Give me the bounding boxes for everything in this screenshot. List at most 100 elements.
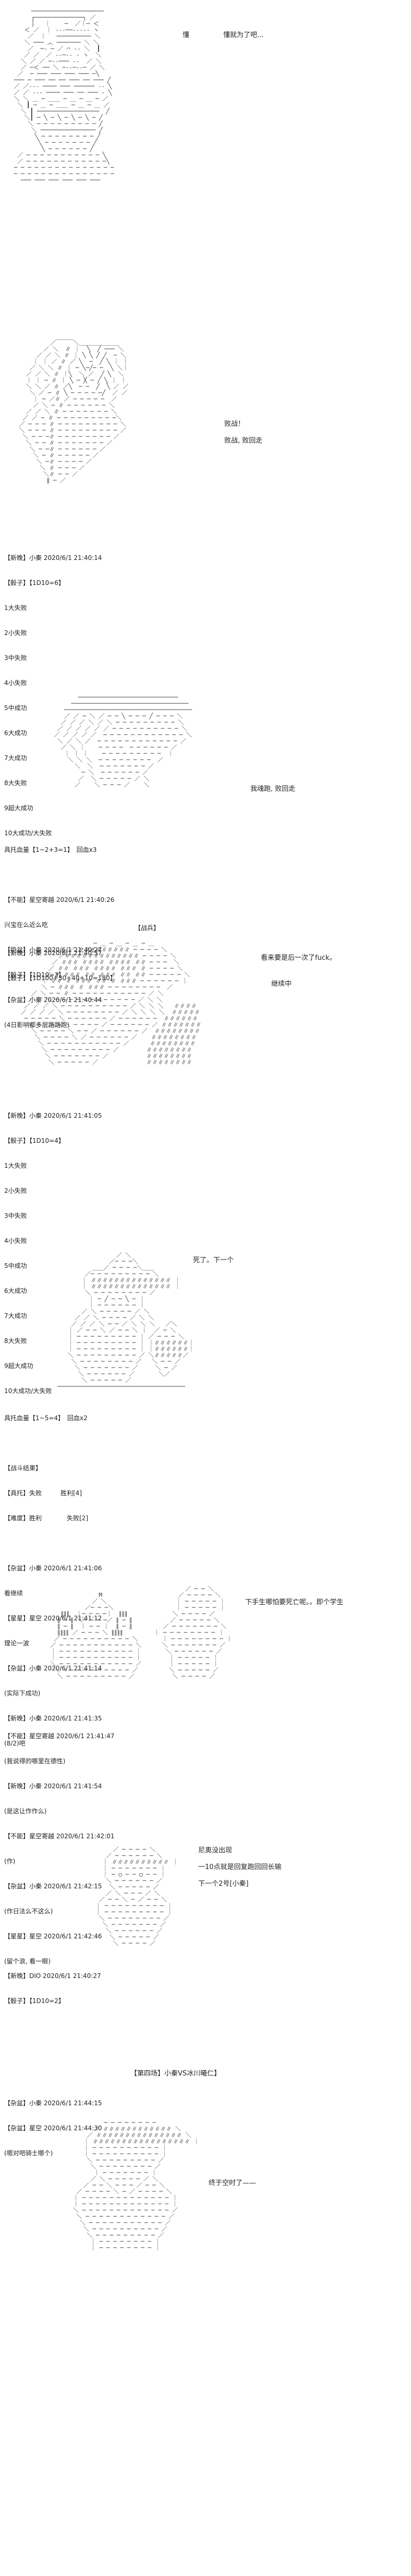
ascii-art: ／ ＼ ／─ ─ ─＼ ＿＿／ ─ ─ ─ ─＼＿＿ ／─ ─ ─ ─ ─ ─ …: [57, 1252, 195, 1390]
log-line: 3中失败: [4, 654, 27, 662]
log-line: 7大成功: [4, 1312, 27, 1320]
speech-line: 死了。下一个: [193, 1256, 234, 1264]
log-line: [4, 871, 114, 879]
dice-log: 【杂盆】小秦 2020/6/1 21:44:15 【杂盆】星空 2020/6/1…: [4, 2082, 102, 2174]
log-line: 2小失败: [4, 1187, 27, 1194]
ascii-art: ───────────────────────────── ──────────…: [54, 694, 192, 788]
log-line: 4小失败: [4, 1237, 27, 1244]
speech-line: 败战, 败回走: [224, 437, 263, 445]
speech-line: 尼奥没出现: [198, 1847, 233, 1854]
speech-line: 继续中: [271, 980, 292, 988]
log-line: 兴宝在么近么吃: [4, 921, 49, 929]
log-line: 【新晚】小秦 2020/6/1 21:40:57: [4, 949, 102, 957]
log-line: 【骰子】【1D10=3】: [4, 971, 65, 979]
log-line: 【战兵】: [135, 924, 160, 932]
log-line: 【新晚】DIO 2020/6/1 21:40:27: [4, 1972, 101, 1980]
panel-4: 【战兵】 【新晚】小秦 2020/6/1 21:40:57 【骰子】【1D100…: [0, 907, 411, 1095]
log-line: 【杂盆】小秦 2020/6/1 21:42:15: [4, 1883, 102, 1890]
log-line: 【骰子】【1D10=6】: [4, 579, 65, 587]
section-header: 【第四场】小秦VS冰川曦仁】: [130, 2070, 221, 2078]
dice-log: 【新晚】小秦 2020/6/1 21:41:05 【骰子】【1D10=4】 1大…: [4, 1095, 102, 1412]
log-line: 【战斗结果】: [4, 1464, 42, 1472]
dice-log: 具托血量【1~2+3=1】 回血x3 【不能】星空寄越 2020/6/1 21:…: [4, 829, 114, 1046]
panel-6: ／ ＼ ／─ ─ ─＼ ＿＿／ ─ ─ ─ ─＼＿＿ ／─ ─ ─ ─ ─ ─ …: [0, 1246, 411, 1748]
log-line: 【杂盆】小秦 2020/6/1 21:41:14: [4, 1665, 102, 1672]
speech-line: 看来要是后一次了fuck。: [261, 954, 336, 962]
log-line: 1大失败: [4, 604, 27, 612]
log-line: 9超大成功: [4, 804, 33, 812]
panel-2: ／￣￣￣＼＿＿＿＿＿＿＿ ／ ＼ ∥ ｜ ╲ ╱ ─── ＼ ／ ／ ＼ ∥ ｜…: [0, 334, 411, 837]
log-line: 10大成功/大失败: [4, 1387, 52, 1395]
log-line: 【不能】星空寄越 2020/6/1 21:42:01: [4, 1833, 115, 1840]
log-line: (是这让作作么): [4, 1808, 47, 1815]
dice-log: 【新晚】小秦 2020/6/1 21:40:14 【骰子】【1D10=6】 1大…: [4, 537, 102, 854]
log-line: (作日法么不这么): [4, 1908, 53, 1915]
log-line: 【骰子】【1D100+30+40+10=180】: [4, 974, 116, 982]
panel-1: ───────────────────── ┌──────────────╮ ／…: [0, 0, 411, 328]
log-line: (我说得的哪里在德性): [4, 1757, 66, 1765]
speech-line: 终于空时了——: [209, 2179, 257, 2187]
log-line: 具托血量【1~2+3=1】 回血x3: [4, 846, 97, 853]
log-line: (作): [4, 1858, 16, 1865]
log-line: 【杂盆】小秦 2020/6/1 21:40:44: [4, 996, 102, 1004]
dice-log: 【不能】星空寄越 2020/6/1 21:41:47 (我说得的哪里在德性) 【…: [4, 1715, 114, 1982]
log-line: 【杂盆】小秦 2020/6/1 21:44:15: [4, 2099, 102, 2107]
log-line: 3中失败: [4, 1212, 27, 1219]
log-line: 【新晚】小秦 2020/6/1 21:40:14: [4, 554, 102, 561]
speech-line: 下手生哪怕要死亡呢。。即个学生: [245, 1598, 344, 1606]
log-line: 7大成功: [4, 754, 27, 762]
log-line: [4, 1539, 102, 1547]
log-line: 【难度】胜利 失败[2]: [4, 1515, 88, 1522]
speech-line: 败战！: [224, 420, 245, 428]
log-line: (4日影响都多层路路跑): [4, 1021, 69, 1029]
log-line: 9超大成功: [4, 1362, 33, 1370]
log-line: 【星星】星空 2020/6/1 21:41:12: [4, 1615, 102, 1622]
log-line: 【奶盆】小秦 2020/6/1 21:40:27: [4, 946, 102, 954]
speech-line: 下一个2号[小秦]: [198, 1880, 249, 1888]
ascii-art: ─ ─ ─ ─ ─ ─ ─ ─ ／ ∥∥∥∥∥∥∥∥∥∥∥∥ ＼ ／ ∥∥∥∥∥…: [72, 2119, 199, 2251]
dice-log: 【新晚】DIO 2020/6/1 21:40:27 【骰子】【1D10=2】: [4, 1955, 101, 2022]
panel-7: ／ ─ ─ ＼ M ／ ─ ─ ─ ─ ＼ ／ ＼ ｜ ─ ─ ─ ─ ─ ｜ …: [0, 1580, 411, 1965]
log-line: 理论一波: [4, 1640, 30, 1647]
log-line: 6大成功: [4, 729, 27, 737]
log-line: (留个浪, 看一眼): [4, 1958, 51, 1965]
log-line: 8大失败: [4, 1337, 27, 1345]
log-line: 5中成功: [4, 704, 27, 712]
log-line: 10大成功/大失败: [4, 829, 52, 837]
log-line: 【杂盆】小秦 2020/6/1 21:41:06: [4, 1565, 102, 1572]
panel-3: ───────────────────────────── ──────────…: [0, 688, 411, 1029]
panel-5: 【新晚】小秦 2020/6/1 21:41:05 【骰子】【1D10=4】 1大…: [0, 1095, 411, 1395]
log-line: 【新晚】小秦 2020/6/1 21:41:35: [4, 1715, 102, 1722]
dice-log: 具托血量【1~5=4】 回血x2 【战斗结果】 【具托】失败 胜利[4] 【难度…: [4, 1397, 102, 1764]
ascii-art: ／￣￣￣＼＿＿＿＿＿＿＿ ／ ＼ ∥ ｜ ╲ ╱ ─── ＼ ／ ／ ＼ ∥ ｜…: [19, 339, 129, 484]
log-line: 具托血量【1~5=4】 回血x2: [4, 1414, 88, 1422]
speech-line: 我魂跑, 败回走: [250, 785, 296, 793]
log-line: (嗯对吧骑士哪个): [4, 2150, 53, 2157]
log-line: 2小失败: [4, 629, 27, 637]
log-line: 【新晚】小秦 2020/6/1 21:41:54: [4, 1783, 102, 1790]
log-line: 5中成功: [4, 1262, 27, 1269]
panel-8: ／ ─ ─ ─ ─ ＼ ／ ─ ─ ─ ─ ─ ─ ＼ ｜ ∥∥∥∥∥∥∥∥∥∥…: [0, 1840, 411, 2070]
log-line: 看继续: [4, 1590, 23, 1597]
log-line: 【新晚】小秦 2020/6/1 21:41:05: [4, 1112, 102, 1119]
log-line: 【骰子】【1D10=4】: [4, 1137, 65, 1144]
log-line: 8大失败: [4, 779, 27, 787]
panel-9: 【第四场】小秦VS冰川曦仁】 【杂盆】小秦 2020/6/1 21:44:15 …: [0, 2070, 411, 2576]
speech-line: 懂 懂就为了吧...: [183, 31, 264, 39]
log-line: 1大失败: [4, 1162, 27, 1169]
ascii-art: ───────────────────── ┌──────────────╮ ／…: [14, 8, 114, 184]
log-line: 【杂盆】星空 2020/6/1 21:44:30: [4, 2125, 102, 2132]
log-line: 【骰子】【1D10=2】: [4, 1997, 65, 2005]
log-line: 4小失败: [4, 679, 27, 687]
speech-line: 一10点就是回复跑回回长输: [198, 1863, 282, 1871]
log-line: 【星星】星空 2020/6/1 21:42:46: [4, 1933, 102, 1940]
ascii-art: ／ ─ ─ ─ ─ ＼ ／ ─ ─ ─ ─ ─ ─ ＼ ｜ ∥∥∥∥∥∥∥∥∥∥…: [95, 1846, 178, 1947]
log-line: 【不能】星空寄越 2020/6/1 21:41:47: [4, 1732, 115, 1740]
ascii-art: ─ ＿ ─ ＿ ─ ＿ ─ ＿ ／ ∥∥∥∥∥∥∥∥∥ ─ ─ ─ ─ ＼ ／∥…: [21, 940, 202, 1066]
log-line: 6大成功: [4, 1287, 27, 1295]
log-line: [4, 1439, 102, 1447]
dice-log: 【战兵】 【新晚】小秦 2020/6/1 21:40:57 【骰子】【1D100…: [4, 907, 160, 999]
log-line: (实际下成功): [4, 1690, 41, 1697]
log-line: 【不能】星空寄越 2020/6/1 21:40:26: [4, 896, 115, 904]
log-line: (8/2)吧: [4, 1740, 26, 1747]
